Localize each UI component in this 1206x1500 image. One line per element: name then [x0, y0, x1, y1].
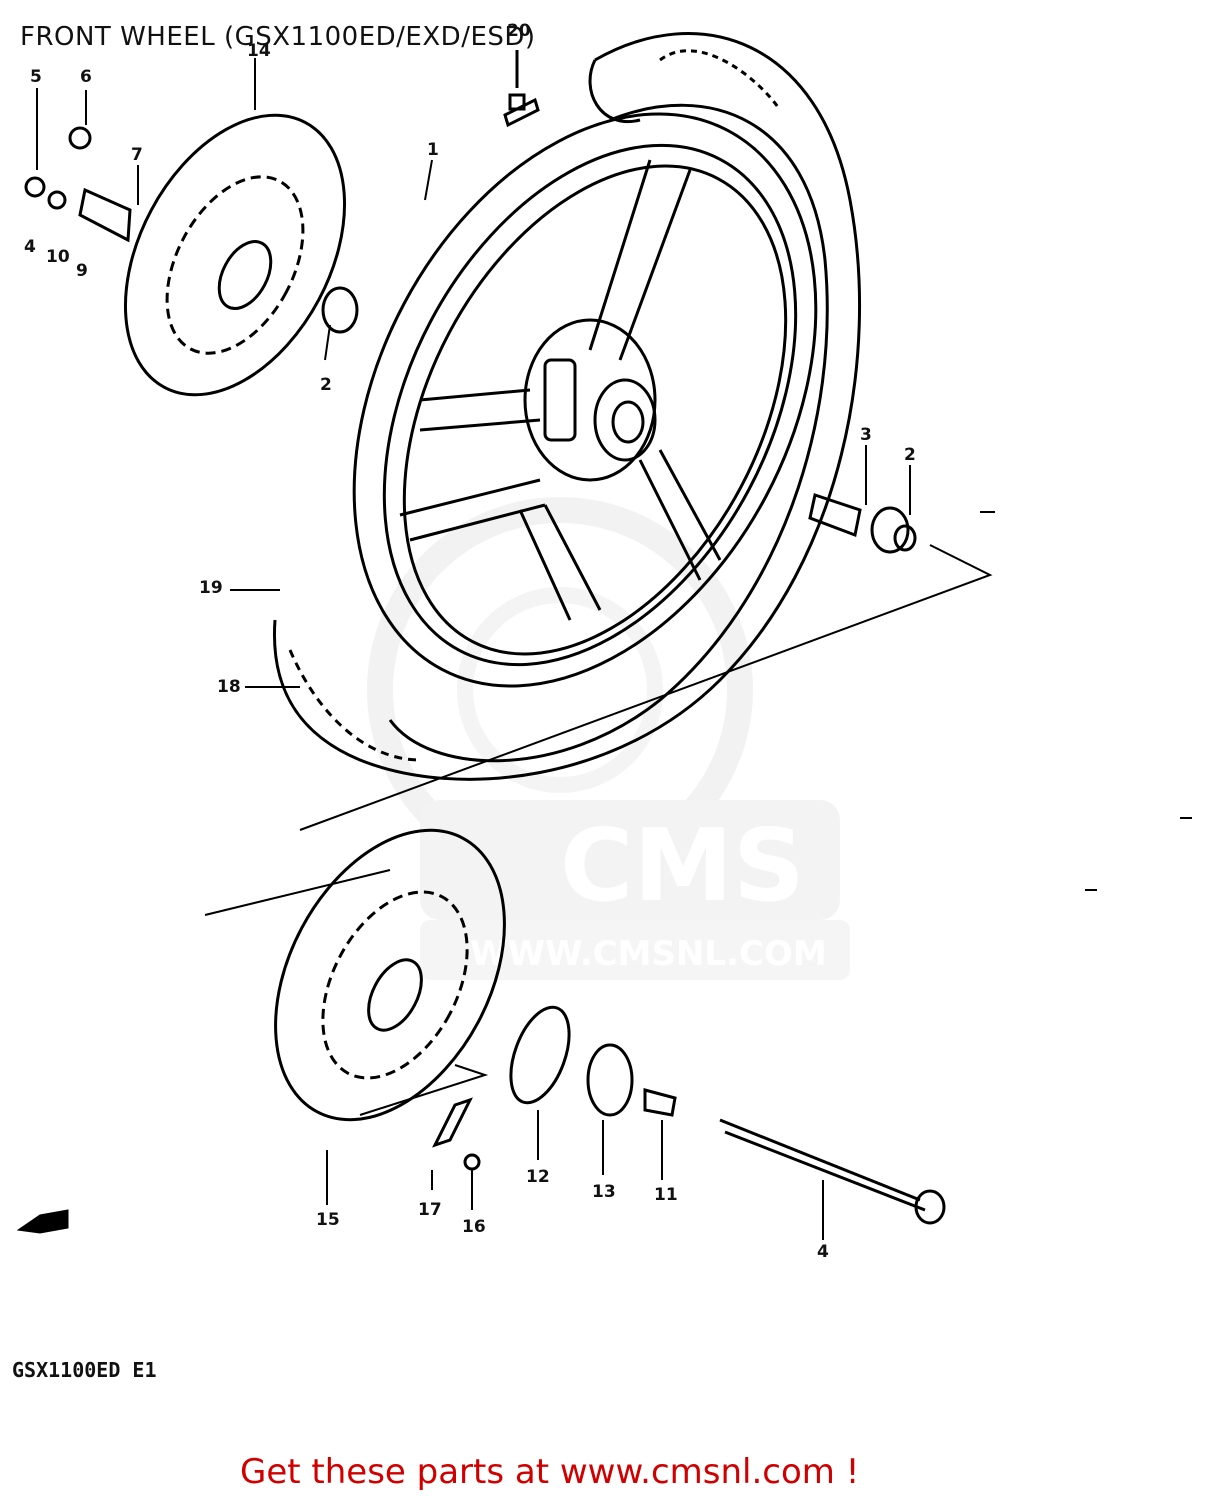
callout-11: 11: [654, 1185, 678, 1205]
diagram-title: FRONT WHEEL (GSX1100ED/EXD/ESD): [20, 22, 536, 52]
callout-1: 1: [427, 140, 439, 160]
callout-18: 18: [217, 677, 241, 697]
model-code-label: GSX1100ED E1: [12, 1358, 157, 1382]
callout-6: 5: [30, 67, 42, 87]
bearings-and-spacers: [24, 126, 917, 1171]
callout-16: 16: [462, 1217, 486, 1237]
axle-part-4: [719, 1118, 946, 1225]
cmsnl-promo-link[interactable]: Get these parts at www.cmsnl.com !: [240, 1452, 860, 1492]
edge-tick-marks: [980, 511, 1192, 891]
callout-20: 20: [507, 21, 531, 41]
wheel-hub: [523, 318, 657, 482]
watermark-logo: CMS: [560, 807, 805, 924]
callout-7: 6: [80, 67, 92, 87]
watermark: CMS WWW.CMSNL.COM: [367, 497, 850, 980]
callout-13: 13: [592, 1182, 616, 1202]
watermark-url: WWW.CMSNL.COM: [470, 934, 827, 974]
part-callouts: 5 6 7 14 20 1 4 10 9 2 3 2 19 18 15 17 1…: [24, 21, 916, 1262]
callout-17: 17: [418, 1200, 442, 1220]
callout-19: 19: [199, 578, 223, 598]
callout-9: 9: [76, 261, 88, 281]
callout-3: 3: [860, 425, 872, 445]
wheel-rim: [352, 112, 818, 688]
callout-5: 4: [24, 237, 36, 257]
callout-leader-lines: [36, 58, 911, 1240]
front-direction-arrow-icon: [16, 1209, 69, 1234]
brake-disc-left: [123, 113, 347, 397]
assembly-guide-lines: [204, 544, 993, 1116]
callout-8: 7: [131, 145, 143, 165]
callout-2-left: 2: [320, 375, 332, 395]
callout-4: 4: [817, 1242, 829, 1262]
callout-12: 12: [526, 1167, 550, 1187]
brake-disc-right: [274, 828, 506, 1122]
wheel-spokes: [399, 159, 722, 621]
valve-part-20: [503, 50, 540, 128]
tire: [272, 32, 862, 781]
callout-15: 15: [316, 1210, 340, 1230]
callout-2-right: 2: [904, 445, 916, 465]
callout-14: 14: [247, 41, 271, 61]
callout-10: 10: [46, 247, 70, 267]
